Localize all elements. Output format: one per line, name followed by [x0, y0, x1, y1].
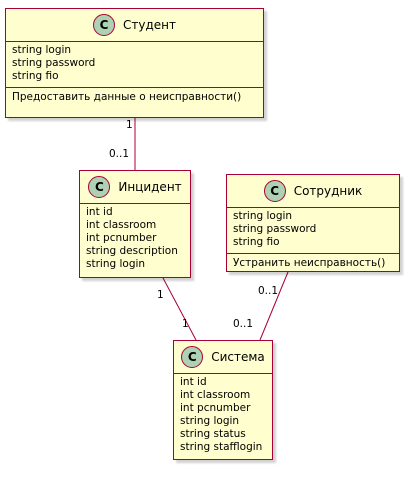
- association-employee-system: [259, 271, 289, 341]
- class-student-header: C Студент: [6, 9, 263, 41]
- class-system-header: C Система: [174, 341, 272, 373]
- class-system[interactable]: C Система int id int classroom int pcnum…: [173, 340, 273, 460]
- class-c-icon: C: [93, 14, 115, 36]
- field: string description: [86, 245, 178, 257]
- field: int classroom: [180, 389, 251, 401]
- class-student-fields: string login string password string fio: [6, 41, 263, 87]
- field: string status: [180, 428, 246, 440]
- class-incident[interactable]: C Инцидент int id int classroom int pcnu…: [79, 170, 191, 278]
- field: int pcnumber: [180, 402, 251, 414]
- multiplicity-label: 1: [126, 119, 133, 131]
- class-employee[interactable]: C Сотрудник string login string password…: [226, 174, 400, 272]
- method: Устранить неисправность(): [233, 257, 386, 269]
- field: int pcnumber: [86, 232, 157, 244]
- class-student-methods: Предоставить данные о неисправности(): [6, 87, 263, 108]
- field: string fio: [12, 70, 59, 82]
- class-student-name: Студент: [123, 18, 176, 32]
- method: Предоставить данные о неисправности(): [12, 91, 242, 103]
- field: string password: [233, 223, 317, 235]
- field: string login: [12, 44, 72, 56]
- field: string stafflogin: [180, 441, 263, 453]
- class-student[interactable]: C Студент string login string password s…: [5, 8, 264, 118]
- multiplicity-label: 1: [182, 318, 189, 330]
- class-employee-header: C Сотрудник: [227, 175, 399, 207]
- field: int id: [180, 376, 207, 388]
- class-employee-fields: string login string password string fio: [227, 207, 399, 253]
- multiplicity-label: 1: [157, 289, 164, 301]
- field: int classroom: [86, 219, 157, 231]
- class-c-icon: C: [181, 346, 204, 368]
- class-system-name: Система: [211, 350, 265, 364]
- class-incident-fields: int id int classroom int pcnumber string…: [80, 203, 190, 275]
- field: string fio: [233, 236, 280, 248]
- field: string password: [12, 57, 96, 69]
- class-employee-name: Сотрудник: [293, 184, 363, 198]
- class-incident-header: C Инцидент: [80, 171, 190, 203]
- multiplicity-label: 0..1: [233, 318, 254, 330]
- class-system-fields: int id int classroom int pcnumber string…: [174, 373, 272, 458]
- class-c-icon: C: [88, 176, 111, 198]
- multiplicity-label: 0..1: [109, 148, 130, 160]
- field: string login: [86, 258, 146, 270]
- class-incident-name: Инцидент: [118, 180, 182, 194]
- class-c-icon: C: [263, 180, 286, 202]
- field: string login: [180, 415, 240, 427]
- multiplicity-label: 0..1: [258, 285, 279, 297]
- field: string login: [233, 210, 293, 222]
- field: int id: [86, 206, 113, 218]
- class-employee-methods: Устранить неисправность(): [227, 253, 399, 274]
- association-incident-system: [162, 277, 197, 341]
